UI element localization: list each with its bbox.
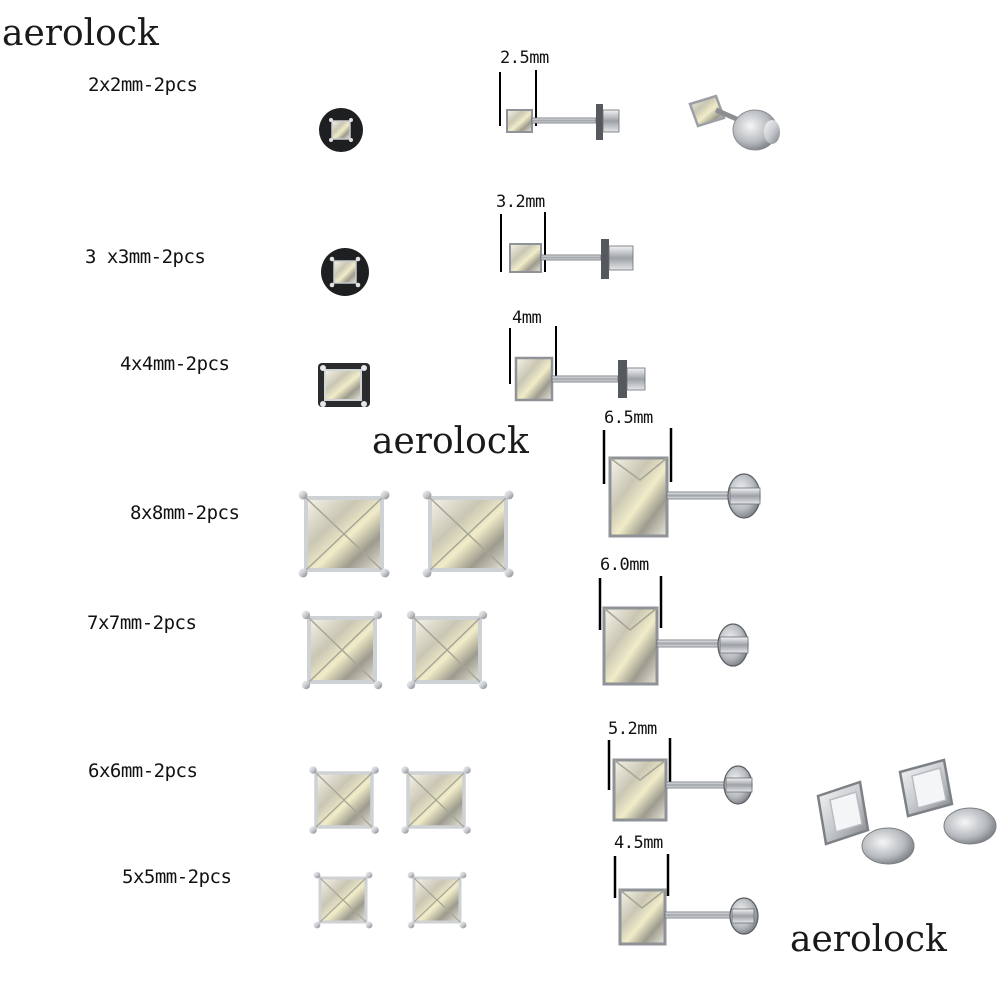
stud-front-5x5-left-icon — [313, 871, 373, 929]
stud-side-profile-3x3-icon — [500, 212, 634, 279]
stud-front-4x4-icon — [318, 363, 370, 407]
size-label-5x5: 5x5mm-2pcs — [122, 866, 232, 888]
stud-front-8x8-left-icon — [298, 490, 390, 578]
stud-perspective-small-icon — [688, 94, 780, 151]
stud-front-5x5-right-icon — [407, 871, 467, 929]
stud-side-profile-5x5-icon — [613, 854, 759, 946]
dimension-label-2x2: 2.5mm — [500, 48, 549, 68]
stud-perspective-pair-icon — [816, 758, 997, 865]
stud-side-profile-7x7-icon — [598, 576, 749, 686]
size-label-7x7: 7x7mm-2pcs — [87, 612, 197, 634]
dimension-label-6x6: 5.2mm — [608, 719, 657, 739]
stud-side-profile-6x6-icon — [607, 738, 753, 822]
size-label-4x4: 4x4mm-2pcs — [120, 353, 230, 375]
brand-watermark-top-left: aerolock — [2, 13, 159, 54]
dimension-label-5x5: 4.5mm — [614, 833, 663, 853]
dimension-label-3x3: 3.2mm — [496, 192, 545, 212]
stud-front-6x6-left-icon — [309, 766, 379, 834]
stud-side-profile-2x2-icon — [499, 70, 620, 140]
brand-watermark-center: aerolock — [372, 421, 529, 462]
size-label-6x6: 6x6mm-2pcs — [88, 760, 198, 782]
size-label-2x2: 2x2mm-2pcs — [88, 74, 198, 96]
stud-front-2x2-icon — [319, 108, 363, 152]
stud-front-7x7-right-icon — [406, 610, 488, 690]
stud-front-3x3-icon — [321, 248, 369, 296]
stud-front-7x7-left-icon — [301, 610, 383, 690]
stud-front-6x6-right-icon — [401, 766, 471, 834]
stud-side-profile-4x4-icon — [509, 326, 646, 402]
stud-front-8x8-right-icon — [422, 490, 514, 578]
dimension-label-8x8: 6.5mm — [604, 408, 653, 428]
stud-side-profile-8x8-icon — [602, 428, 761, 538]
dimension-label-7x7: 6.0mm — [600, 555, 649, 575]
size-label-3x3: 3 x3mm-2pcs — [85, 246, 206, 268]
dimension-label-4x4: 4mm — [512, 308, 542, 328]
brand-watermark-bottom-right: aerolock — [790, 919, 947, 960]
size-label-8x8: 8x8mm-2pcs — [130, 502, 240, 524]
